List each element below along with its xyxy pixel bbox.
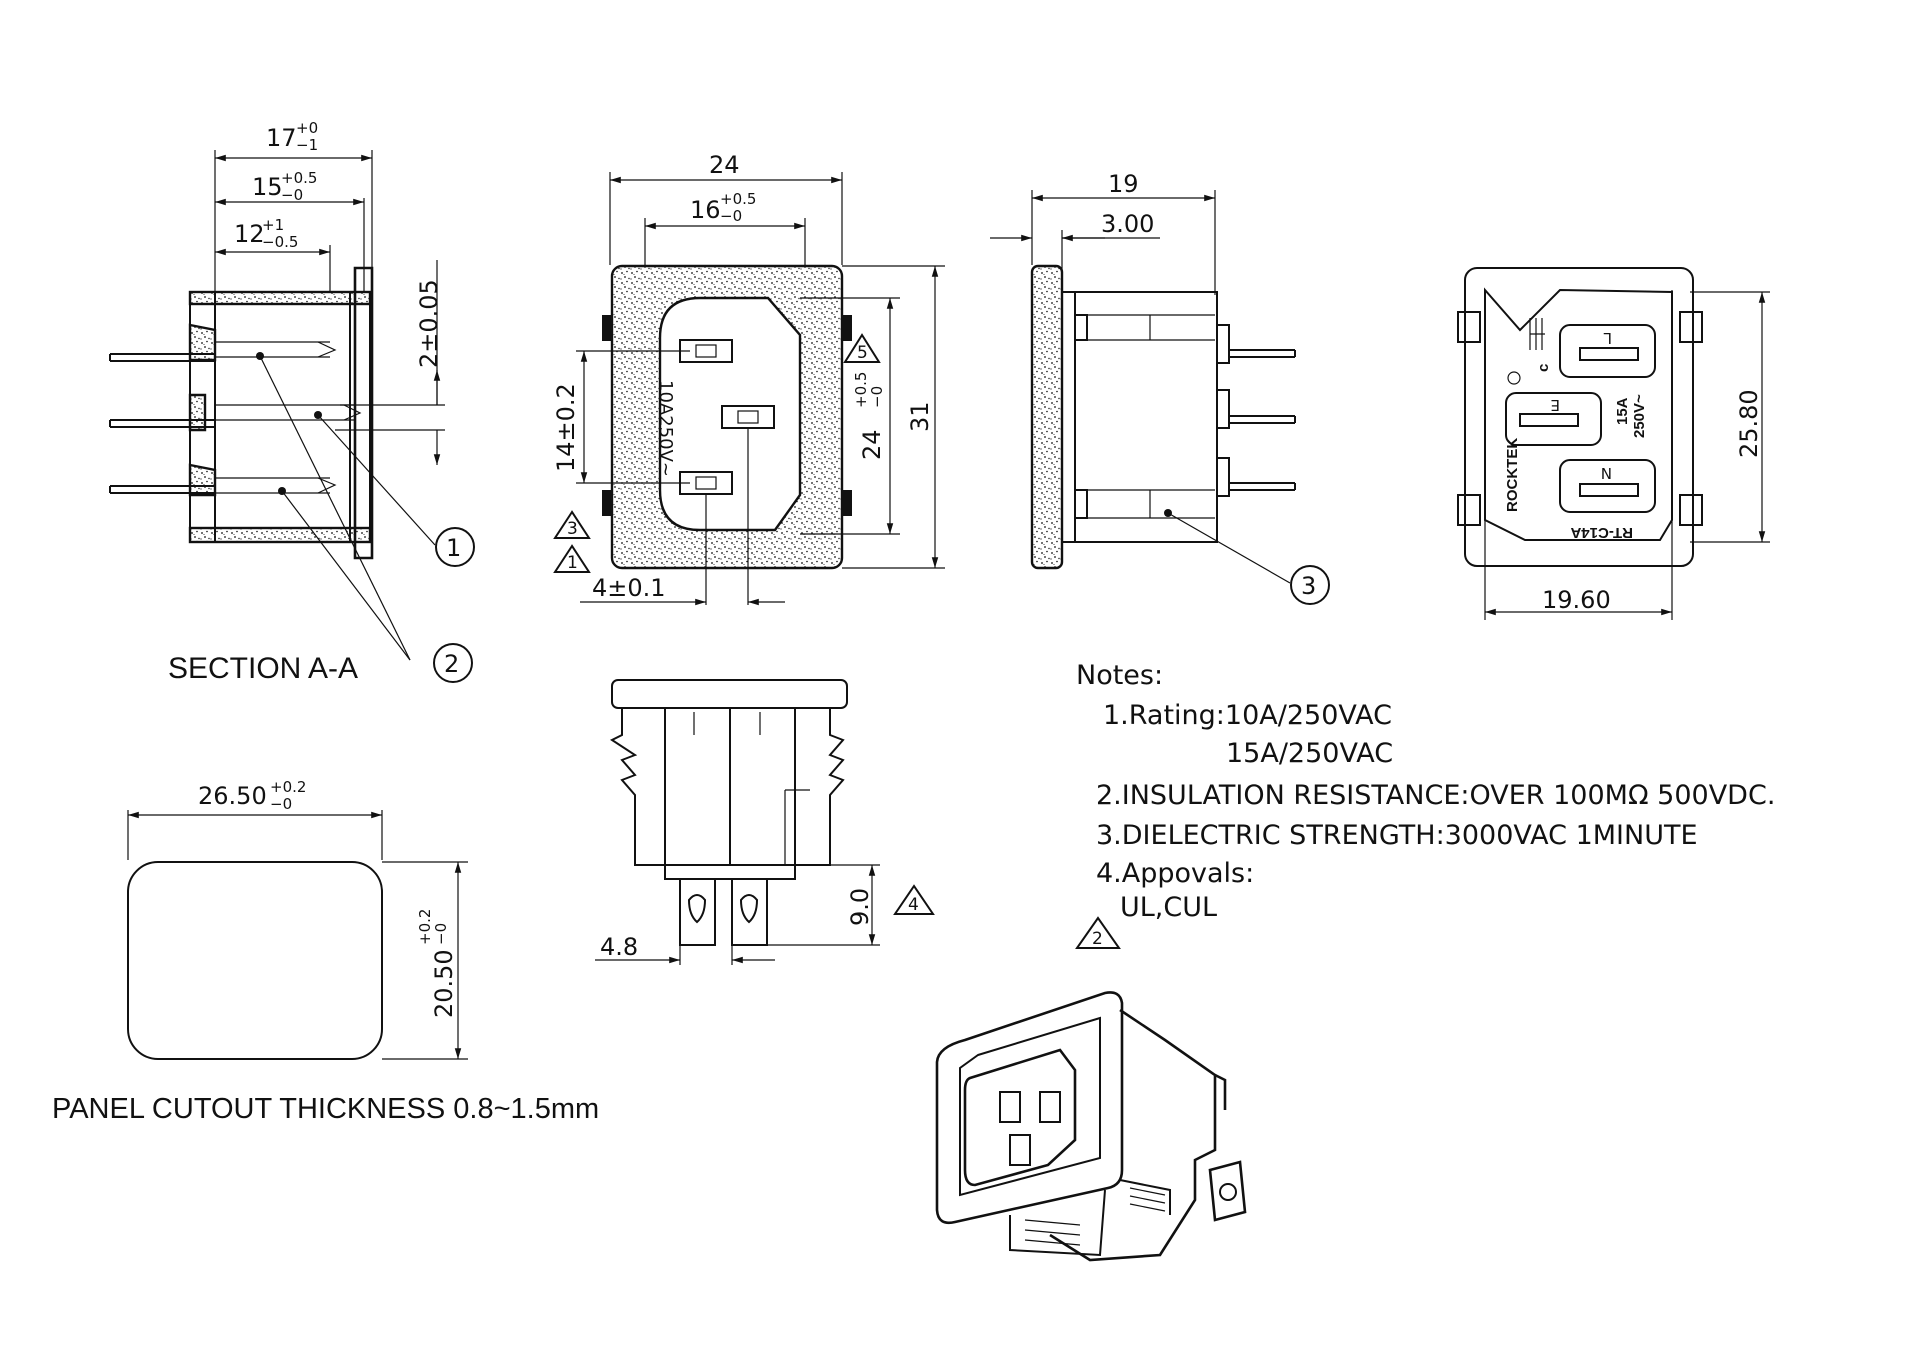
section-view: 17 +0 −1 15 +0.5 −0 12 +1 −0.5 — [109, 119, 475, 685]
ul-mark-icon — [1529, 318, 1545, 350]
dim-pitch: 2±0.05 — [415, 279, 443, 368]
dim-front-inner-height-tol-lower: −0 — [868, 386, 886, 408]
dim-cutout-width: 26.50 — [198, 782, 267, 810]
front-rating-mark: 10A250V~ — [655, 380, 676, 477]
dim-12: 12 — [234, 220, 265, 248]
dim-cutout-height-tol-upper: +0.2 — [416, 909, 434, 945]
callout-3-circle — [1290, 565, 1330, 605]
dim-front-inner-height: 24 — [858, 429, 886, 460]
panel-cutout: 26.50 +0.2 −0 20.50 +0.2 −0 PANEL CUTOUT… — [52, 778, 599, 1125]
dim-front-height: 31 — [906, 401, 934, 432]
cutout-caption: PANEL CUTOUT THICKNESS 0.8~1.5mm — [52, 1093, 599, 1125]
dim-side-flange: 3.00 — [1101, 210, 1154, 238]
dim-front-pin-span: 14±0.2 — [552, 383, 580, 472]
note-line-2: 2.INSULATION RESISTANCE:OVER 100MΩ 500VD… — [1096, 780, 1775, 811]
rear-view: L E N ROCKTEK RT-C14A 15A 250V~ c 25.80 … — [1457, 267, 1770, 620]
dim-front-inner-height-tol-upper: +0.5 — [852, 372, 870, 408]
dim-cutout-height-tol-lower: −0 — [432, 923, 450, 945]
note-line-4: 4.Appovals: — [1096, 858, 1254, 889]
dim-front-inner-width-tol-upper: +0.5 — [720, 190, 756, 208]
dim-front-width: 24 — [709, 151, 740, 179]
dim-15-tol-upper: +0.5 — [281, 169, 317, 187]
dim-cutout-width-tol-lower: −0 — [270, 795, 292, 813]
terminal-n: N — [1601, 464, 1612, 482]
notes: Notes: 1.Rating:10A/250VAC 15A/250VAC 2.… — [1075, 660, 1775, 949]
side-view: 19 3.00 3 — [990, 170, 1330, 605]
rear-rating-v: 250V~ — [1631, 394, 1648, 438]
dim-12-tol-upper: +1 — [262, 216, 284, 234]
rev-3: 3 — [567, 519, 578, 539]
dim-front-inner-width-tol-lower: −0 — [720, 207, 742, 225]
front-view: 24 16 +0.5 −0 10A250V~ 14±0.2 31 — [552, 151, 945, 606]
rev-4: 4 — [908, 895, 919, 915]
dim-bottom-pin-length: 9.0 — [846, 888, 874, 926]
dim-front-pin-offset: 4±0.1 — [592, 574, 666, 602]
rear-cert: c — [1535, 364, 1552, 372]
rear-rating-a: 15A — [1614, 397, 1631, 425]
dim-12-tol-lower: −0.5 — [262, 233, 298, 251]
dim-rear-width: 19.60 — [1542, 586, 1611, 614]
dim-17-tol-lower: −1 — [296, 136, 318, 154]
note-line-1b: 15A/250VAC — [1226, 738, 1393, 769]
dim-side-depth: 19 — [1108, 170, 1139, 198]
note-line-1: 1.Rating:10A/250VAC — [1103, 700, 1392, 731]
callout-1-circle — [435, 527, 475, 567]
rear-brand: ROCKTEK — [1504, 438, 1521, 512]
note-line-3: 3.DIELECTRIC STRENGTH:3000VAC 1MINUTE — [1096, 820, 1698, 851]
bottom-view: 9.0 4.8 4 — [595, 679, 935, 965]
dim-17-tol-upper: +0 — [296, 119, 318, 137]
ground-symbol-icon — [1507, 371, 1521, 385]
dim-cutout-height: 20.50 — [430, 949, 458, 1018]
dim-15-tol-lower: −0 — [281, 186, 303, 204]
dim-bottom-pin-width: 4.8 — [600, 933, 638, 961]
rear-model: RT-C14A — [1570, 524, 1633, 541]
isometric-view — [935, 991, 1247, 1262]
callout-1: 1 — [446, 534, 461, 562]
terminal-l: L — [1603, 329, 1612, 347]
dim-front-inner-width: 16 — [690, 196, 721, 224]
dim-rear-height: 25.80 — [1735, 389, 1763, 458]
dim-15: 15 — [252, 173, 283, 201]
dim-cutout-width-tol-upper: +0.2 — [270, 778, 306, 796]
notes-heading: Notes: — [1076, 660, 1163, 691]
callout-2: 2 — [444, 650, 459, 678]
section-title: SECTION A-A — [168, 652, 358, 685]
rev-2: 2 — [1092, 929, 1103, 949]
terminal-e: E — [1551, 396, 1560, 414]
cutout-outline — [127, 861, 383, 1060]
dim-17: 17 — [266, 124, 297, 152]
callout-3: 3 — [1301, 572, 1316, 600]
rev-1: 1 — [567, 553, 578, 573]
callout-2-circle — [433, 643, 473, 683]
note-line-4b: UL,CUL — [1120, 892, 1217, 923]
rev-5: 5 — [857, 343, 868, 363]
